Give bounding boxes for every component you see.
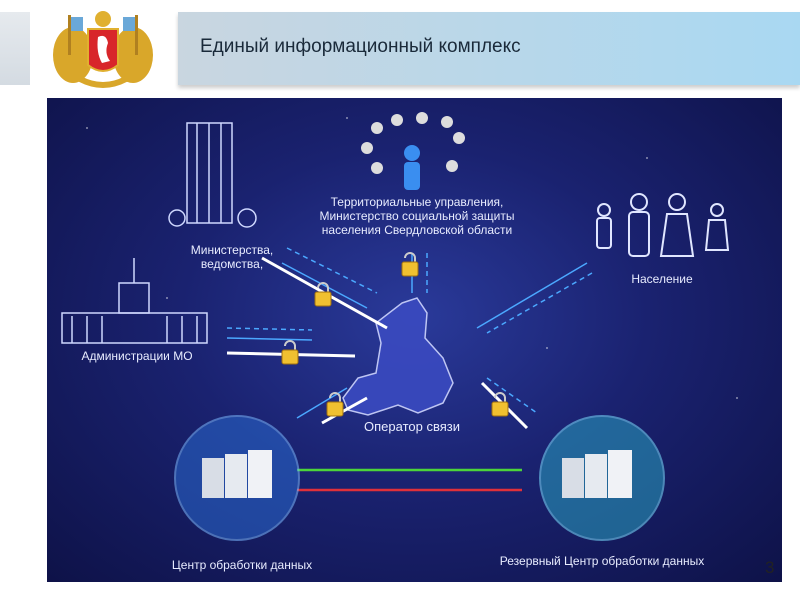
page-number: 3 xyxy=(765,558,775,577)
label-administrations: Администрации МО xyxy=(81,349,193,363)
data-center-globe xyxy=(174,415,300,541)
slide-title: Единый информационный комплекс xyxy=(200,36,521,57)
administration-building-icon xyxy=(61,258,208,344)
coat-of-arms-logo xyxy=(38,5,168,90)
stars xyxy=(86,117,738,399)
label-population: Население xyxy=(631,272,693,286)
population-icon xyxy=(596,193,730,257)
ministry-building-icon xyxy=(168,122,257,228)
label-operator: Оператор связи xyxy=(364,419,460,434)
people-circle-icon xyxy=(361,112,465,190)
label-data-center: Центр обработки данных xyxy=(171,558,313,572)
network-diagram: Министерства, ведомства, Территориальные… xyxy=(47,98,782,582)
lock-icons xyxy=(281,252,509,417)
sverdlovsk-region-map xyxy=(342,297,454,416)
label-backup-center: Резервный Центр обработки данных xyxy=(499,554,705,568)
backup-data-center-globe xyxy=(539,415,665,541)
label-ministries: Министерства, ведомства, xyxy=(190,243,274,271)
title-band: Единый информационный комплекс xyxy=(178,12,800,85)
label-territorial: Территориальные управления, Министерство… xyxy=(319,195,515,237)
header-left-tab xyxy=(0,12,30,85)
